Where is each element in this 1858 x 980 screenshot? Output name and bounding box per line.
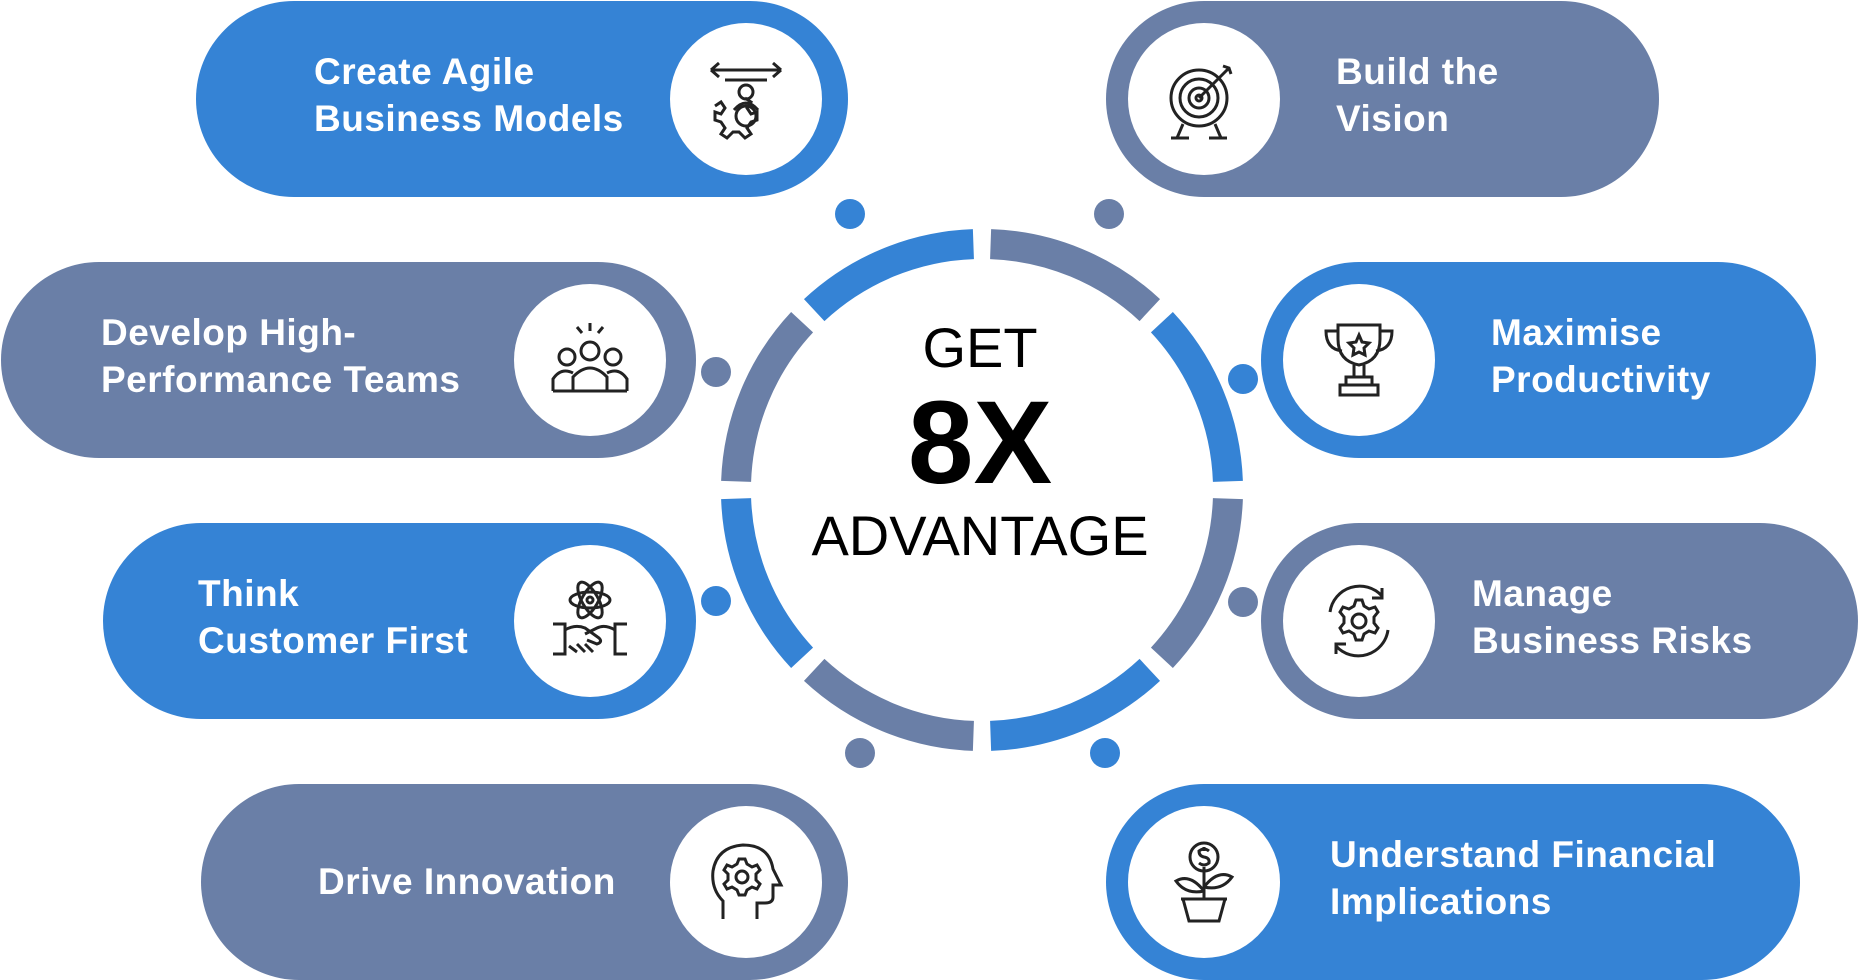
ring-segment: [989, 658, 1161, 751]
team-icon: [551, 323, 629, 393]
target-icon: [1169, 64, 1233, 140]
ring-segment: [803, 229, 975, 322]
icon-holder: [1283, 545, 1435, 697]
pill-create-agile: Create Agile Business Models: [196, 1, 848, 197]
icon-holder: [670, 806, 822, 958]
handshake-icon: [553, 580, 627, 656]
connector-dot: [1090, 738, 1120, 768]
connector-dot: [1228, 587, 1258, 617]
center-get: GET: [922, 316, 1038, 379]
pill-label: Build the Vision: [1336, 51, 1499, 139]
pill-drive-innovation: Drive Innovation: [201, 784, 848, 980]
icon-holder: [514, 545, 666, 697]
trophy-icon: [1324, 323, 1394, 397]
ring-segment: [989, 229, 1161, 322]
connector-dot: [701, 357, 731, 387]
innovation-head-icon: [711, 843, 784, 919]
pill-label: Create Agile Business Models: [314, 51, 624, 139]
connector-dot: [1094, 199, 1124, 229]
connector-dot: [701, 586, 731, 616]
icon-holder: [514, 284, 666, 436]
ring-segment: [721, 497, 814, 669]
pill-business-risks: Manage Business Risks: [1261, 523, 1858, 719]
pill-high-performance: Develop High- Performance Teams: [1, 262, 696, 458]
icon-holder: [1128, 806, 1280, 958]
icon-holder: [670, 23, 822, 175]
pill-label: Develop High- Performance Teams: [101, 312, 461, 400]
gear-cycle-icon: [1328, 584, 1390, 658]
center-advantage: ADVANTAGE: [811, 504, 1149, 567]
ring-segment: [721, 311, 814, 483]
icon-holder: [1283, 284, 1435, 436]
agile-gear-icon: [710, 61, 782, 140]
pill-label: Think Customer First: [198, 573, 469, 661]
connector-dot: [845, 738, 875, 768]
icon-holder: [1128, 23, 1280, 175]
pill-build-vision: Build the Vision: [1106, 1, 1659, 197]
ring-segment: [1150, 311, 1243, 483]
pill-label: Understand Financial Implications: [1330, 834, 1717, 922]
connector-dot: [1228, 364, 1258, 394]
connector-dot: [835, 199, 865, 229]
pill-label: Manage Business Risks: [1472, 573, 1753, 661]
ring-segment: [1150, 497, 1243, 669]
center-8x: 8X: [907, 377, 1053, 509]
pill-financial-implications: Understand Financial Implications: [1106, 784, 1800, 980]
pill-label: Maximise Productivity: [1491, 312, 1711, 400]
ring-segment: [803, 658, 975, 751]
pill-customer-first: Think Customer First: [103, 523, 696, 719]
pill-label: Drive Innovation: [318, 861, 616, 902]
pill-maximise-productivity: Maximise Productivity: [1261, 262, 1816, 458]
money-plant-icon: [1173, 841, 1235, 923]
